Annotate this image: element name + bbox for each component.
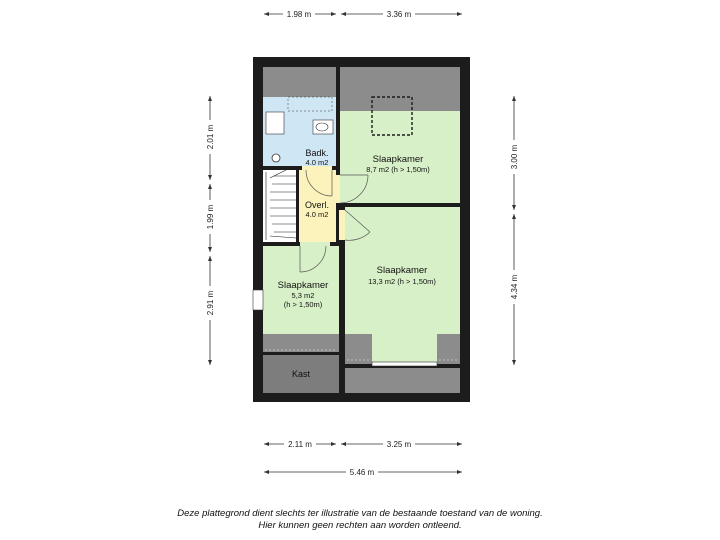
sink-icon (312, 119, 334, 135)
room-area-bedroom-top: 8,7 m2 (h > 1,50m) (366, 165, 430, 174)
attic-zone-bottom-mid-right (437, 334, 460, 364)
attic-zone-bottom-mid-left (345, 334, 372, 364)
bathtub-icon (265, 111, 285, 135)
bathroom-fixtures (265, 96, 334, 163)
room-name-bedroom-top: Slaapkamer (373, 154, 424, 165)
dim-left-top: 2.01 m (206, 124, 215, 149)
bedroom-large-dormer (372, 334, 437, 364)
room-area-landing: 4.0 m2 (306, 210, 329, 219)
disclaimer: Deze plattegrond dient slechts ter illus… (0, 508, 720, 532)
dim-right-top: 3.00 m (510, 144, 519, 169)
room-name-bedroom-small: Slaapkamer (278, 280, 329, 291)
bedroom-top-floor (340, 111, 460, 203)
dim-left-bottom: 2.91 m (206, 290, 215, 315)
skylight-icon (371, 96, 413, 136)
dimension-arrows (208, 12, 516, 474)
room-area-bathroom: 4.0 m2 (306, 158, 329, 167)
door-swings (299, 169, 371, 273)
room-area-bedroom-large: 13,3 m2 (h > 1,50m) (368, 277, 436, 286)
knee-wall-lines (265, 349, 458, 361)
door-opening-bedroom-large (339, 210, 345, 240)
window-icon (371, 361, 438, 367)
kast-area (263, 355, 339, 393)
dim-bottom-total: 5.46 m (350, 468, 375, 477)
window-icon (252, 289, 264, 311)
dim-bottom-right: 3.25 m (387, 440, 412, 449)
disclaimer-line-1: Deze plattegrond dient slechts ter illus… (177, 508, 543, 519)
skylight-icon (287, 96, 333, 112)
landing-floor (299, 170, 336, 242)
door-opening-bathroom (302, 166, 332, 170)
dim-right-bottom: 4.34 m (510, 274, 519, 299)
dim-bottom-left: 2.11 m (288, 440, 312, 449)
door-opening-bedroom-top (336, 175, 340, 203)
room-name-bathroom: Badk. (305, 148, 328, 158)
attic-zone-bottom-left (263, 334, 342, 354)
disclaimer-line-2: Hier kunnen geen rechten aan worden ontl… (258, 520, 462, 531)
bedroom-large-floor (345, 207, 460, 334)
door-opening-bedroom-small (300, 242, 330, 246)
room-name-bedroom-large: Slaapkamer (377, 265, 428, 276)
bedroom-small-floor (263, 246, 339, 334)
room-area-bedroom-small: 5,3 m2 (292, 291, 315, 300)
dim-left-middle: 1.99 m (206, 204, 215, 229)
staircase (263, 170, 299, 242)
toilet-icon (271, 153, 281, 163)
room-note-bedroom-small: (h > 1,50m) (284, 300, 323, 309)
dim-top-left: 1.98 m (287, 10, 312, 19)
attic-zone-top-right (340, 67, 460, 93)
attic-zone-top-left (263, 67, 336, 93)
dim-top-right: 3.36 m (387, 10, 412, 19)
room-name-kast: Kast (292, 369, 311, 379)
stair-treads (265, 169, 297, 240)
attic-zone-bottom-right (345, 368, 460, 393)
room-name-landing: Overl. (305, 200, 329, 210)
